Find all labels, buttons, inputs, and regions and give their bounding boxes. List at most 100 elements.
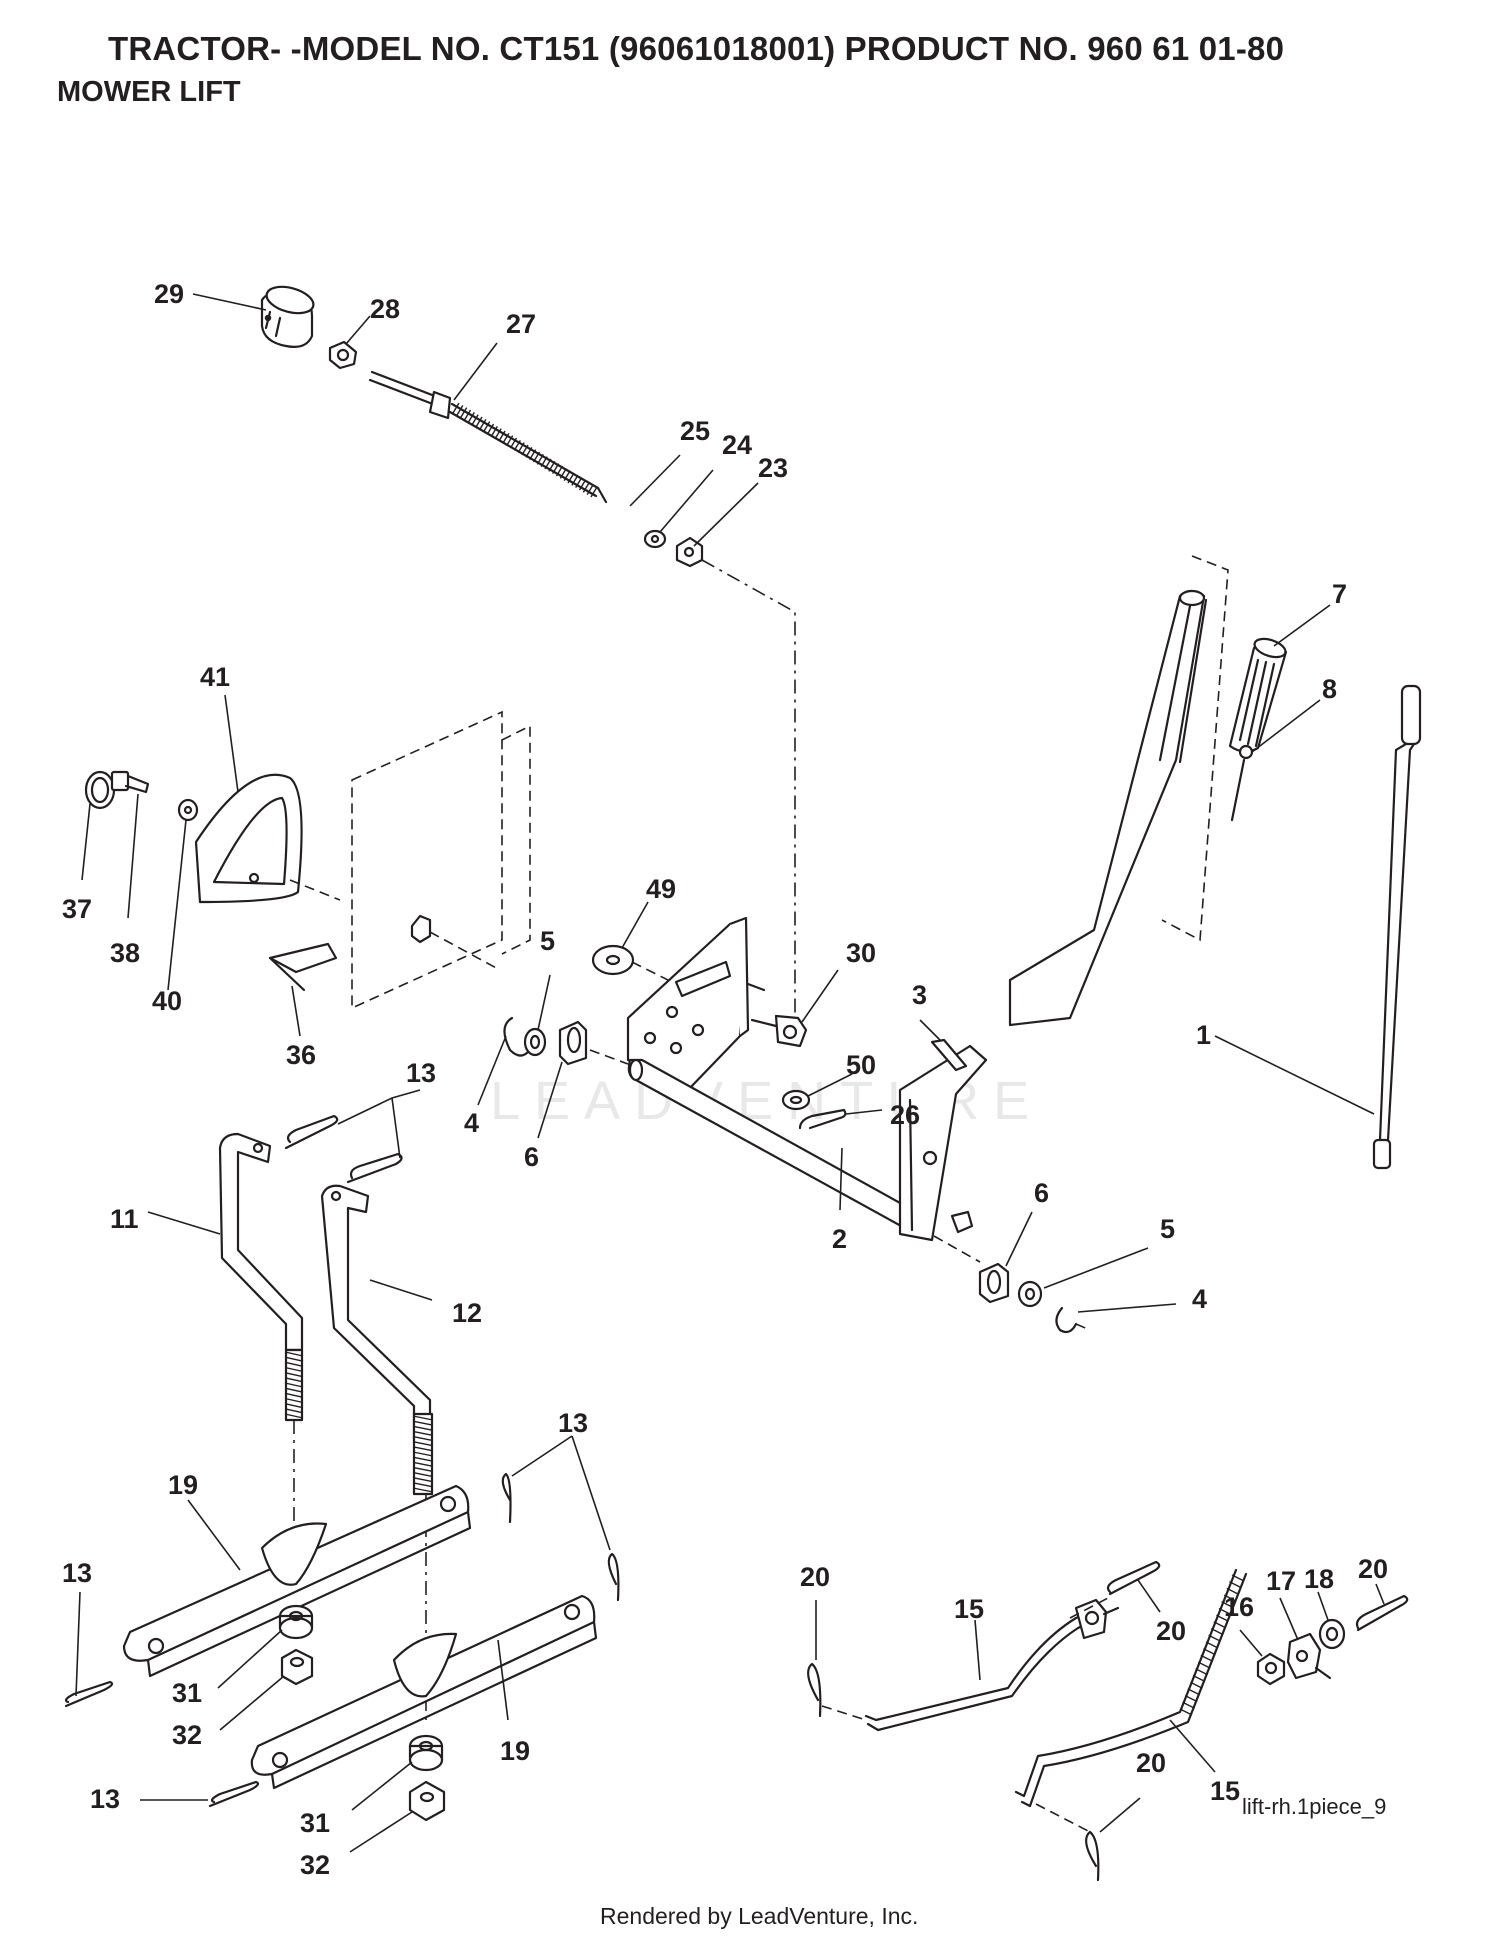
callout-13-upper: 13 bbox=[406, 1058, 436, 1088]
part-37-ring[interactable] bbox=[84, 770, 116, 810]
part-4-retaining-ring-left[interactable] bbox=[503, 1016, 530, 1057]
part-32-nut-lower[interactable] bbox=[408, 1780, 446, 1822]
part-13-hairpin-lower[interactable] bbox=[208, 1780, 260, 1808]
part-lever-handle[interactable] bbox=[1008, 589, 1208, 1027]
part-11-lift-link[interactable] bbox=[218, 1132, 304, 1352]
thread-line bbox=[284, 1371, 304, 1378]
thread-line bbox=[284, 1382, 304, 1388]
callout-50: 50 bbox=[846, 1050, 876, 1080]
thread-line bbox=[548, 460, 556, 472]
thread-line bbox=[1229, 1581, 1242, 1589]
thread-line bbox=[412, 1420, 434, 1426]
part-30-trunnion[interactable] bbox=[750, 1014, 808, 1048]
leader-16 bbox=[1239, 1629, 1263, 1657]
thread-line bbox=[412, 1466, 434, 1473]
callout-41: 41 bbox=[200, 662, 230, 692]
part-31-spacer-upper[interactable] bbox=[278, 1604, 314, 1640]
page-title: TRACTOR- -MODEL NO. CT151 (96061018001) … bbox=[108, 30, 1285, 67]
thread-line bbox=[1197, 1661, 1211, 1669]
part-50-lockwasher[interactable] bbox=[781, 1089, 811, 1111]
thread-line bbox=[1190, 1681, 1203, 1689]
part-31-spacer-lower[interactable] bbox=[408, 1734, 444, 1772]
callout-19-lower: 19 bbox=[500, 1736, 530, 1766]
thread-line bbox=[412, 1451, 434, 1457]
part-24-washer[interactable] bbox=[643, 529, 667, 549]
part-38-bolt[interactable] bbox=[110, 770, 150, 794]
part-6-bushing-right[interactable] bbox=[978, 1262, 1010, 1304]
part-16-nut[interactable] bbox=[1256, 1652, 1286, 1686]
part-20-hairpin-b[interactable] bbox=[1106, 1560, 1161, 1596]
part-13-hairpin-upper-b[interactable] bbox=[346, 1152, 403, 1184]
thread-line bbox=[1192, 1674, 1206, 1683]
thread-line bbox=[284, 1366, 304, 1373]
part-8-screw[interactable] bbox=[1230, 744, 1254, 822]
part-26-hairpin[interactable] bbox=[798, 1108, 847, 1130]
thread-line bbox=[552, 463, 560, 475]
thread-line bbox=[1200, 1654, 1214, 1663]
part-28-nut[interactable] bbox=[328, 340, 358, 370]
part-lift-plate[interactable] bbox=[626, 916, 766, 1092]
part-2-lift-shaft[interactable] bbox=[627, 1044, 988, 1242]
part-20-hairpin-c[interactable] bbox=[1355, 1594, 1409, 1632]
part-20-hairpin-a[interactable] bbox=[807, 1662, 822, 1718]
thread-line bbox=[567, 472, 575, 484]
leader-29 bbox=[192, 293, 267, 311]
leader-15b bbox=[1169, 1719, 1216, 1773]
leader-13b bbox=[75, 1591, 81, 1697]
part-5-washer-right[interactable] bbox=[1017, 1280, 1043, 1308]
leader-7 bbox=[1273, 604, 1331, 647]
part-29-knob[interactable] bbox=[260, 282, 316, 348]
leader-23 bbox=[693, 482, 759, 547]
thread-line bbox=[412, 1482, 434, 1488]
thread-line bbox=[1195, 1668, 1208, 1676]
part-6-bushing-left[interactable] bbox=[558, 1020, 588, 1066]
leader-49 bbox=[621, 901, 649, 949]
part-13-hairpin-right-b[interactable] bbox=[607, 1552, 620, 1602]
part-12-lift-link[interactable] bbox=[320, 1184, 432, 1442]
part-20-hairpin-d[interactable] bbox=[1085, 1830, 1100, 1882]
part-32-nut-upper[interactable] bbox=[280, 1648, 314, 1686]
callout-3: 3 bbox=[912, 980, 927, 1010]
part-18-nut[interactable] bbox=[1318, 1618, 1346, 1650]
part-13-hairpin-left[interactable] bbox=[64, 1680, 114, 1708]
leader-12 bbox=[369, 1279, 433, 1301]
part-15-adjustment-rod-upper[interactable] bbox=[864, 1598, 1120, 1732]
thread-line bbox=[563, 470, 571, 482]
callout-20-d: 20 bbox=[1136, 1748, 1166, 1778]
callout-15-upper: 15 bbox=[954, 1594, 984, 1624]
part-1-lift-rod[interactable] bbox=[1372, 684, 1422, 1170]
callout-30: 30 bbox=[846, 938, 876, 968]
part-12-threads[interactable] bbox=[412, 1412, 434, 1496]
leader-13c bbox=[511, 1435, 611, 1551]
leader-28 bbox=[345, 315, 371, 345]
thread-line bbox=[521, 444, 529, 456]
thread-line bbox=[284, 1387, 304, 1393]
part-7-grip[interactable] bbox=[1228, 635, 1288, 753]
part-3-roll-pin[interactable] bbox=[930, 1038, 968, 1072]
part-40-washer[interactable] bbox=[177, 798, 199, 822]
callout-19-upper: 19 bbox=[168, 1470, 198, 1500]
part-49-bushing[interactable] bbox=[591, 944, 635, 976]
part-13-hairpin-upper-a[interactable] bbox=[284, 1114, 339, 1150]
part-5-washer-left[interactable] bbox=[523, 1027, 547, 1057]
assembly-line-shaft bbox=[429, 931, 501, 971]
part-27-threaded-rod[interactable] bbox=[368, 370, 608, 504]
part-19-lift-arm-lower[interactable] bbox=[250, 1594, 598, 1790]
thread-line bbox=[517, 442, 525, 454]
part-frame-plate[interactable] bbox=[351, 710, 531, 1010]
part-11-threads[interactable] bbox=[284, 1348, 304, 1422]
part-4-retaining-ring-right[interactable] bbox=[1055, 1306, 1091, 1334]
part-17-trunnion[interactable] bbox=[1286, 1632, 1332, 1680]
part-13-hairpin-right-a[interactable] bbox=[501, 1472, 512, 1524]
callout-1: 1 bbox=[1196, 1020, 1211, 1050]
thread-line bbox=[1208, 1634, 1221, 1642]
part-15-adjustment-rod-lower[interactable] bbox=[1014, 1568, 1248, 1808]
part-bushing-upper[interactable] bbox=[410, 914, 432, 944]
leader-31b bbox=[351, 1761, 413, 1811]
leader-6a bbox=[537, 1061, 563, 1139]
part-41-bracket[interactable] bbox=[194, 773, 303, 904]
thread-line bbox=[1205, 1641, 1219, 1649]
thread-line bbox=[1184, 1694, 1198, 1703]
part-36-clip[interactable] bbox=[268, 942, 338, 992]
part-19-lift-arm-upper[interactable] bbox=[122, 1484, 472, 1678]
